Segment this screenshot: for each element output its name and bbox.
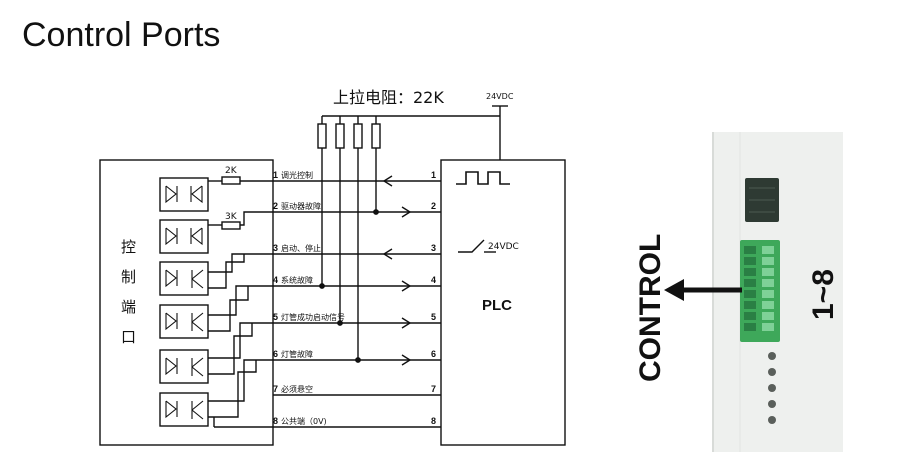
pullup-label: 上拉电阻：22K bbox=[333, 88, 444, 107]
control-port-block bbox=[99, 159, 274, 446]
plc-label: PLC bbox=[482, 297, 512, 314]
pulse-icon bbox=[456, 171, 510, 185]
plc-switch-label: 24VDC bbox=[488, 242, 519, 252]
pin-label-1: 调光控制 bbox=[281, 170, 313, 180]
pin-label-7: 必须悬空 bbox=[281, 384, 313, 394]
pin-label-2: 驱动器故障 bbox=[281, 201, 321, 211]
control-label: CONTROL bbox=[634, 234, 667, 382]
pin-label-8: 公共端（0V) bbox=[281, 416, 327, 426]
pin-num-3: 3 bbox=[273, 243, 278, 253]
port-char-1: 控 bbox=[121, 238, 136, 256]
pin-label-5: 灯管成功启动信号 bbox=[281, 312, 345, 322]
wiring-diagram bbox=[99, 105, 566, 446]
pin-label-3: 启动、停止 bbox=[281, 243, 321, 253]
pin-label-6: 灯管故障 bbox=[281, 349, 313, 359]
port-char-4: 口 bbox=[121, 328, 136, 346]
pin-num-1: 1 bbox=[273, 170, 278, 180]
pin-num-8: 8 bbox=[273, 416, 278, 426]
pin-num-5: 5 bbox=[273, 312, 278, 322]
pin-num-7: 7 bbox=[273, 384, 278, 394]
r1-label: 2K bbox=[225, 166, 238, 176]
plc-pin-7: 7 bbox=[431, 384, 436, 394]
pin-num-2: 2 bbox=[273, 201, 278, 211]
left-arrow-icon bbox=[664, 279, 742, 301]
plc-pin-5: 5 bbox=[431, 312, 436, 322]
pin-num-6: 6 bbox=[273, 349, 278, 359]
port-char-3: 端 bbox=[121, 298, 136, 316]
plc-pin-6: 6 bbox=[431, 349, 436, 359]
switch-icon bbox=[458, 239, 485, 253]
plc-pin-3: 3 bbox=[431, 243, 436, 253]
port-char-2: 制 bbox=[121, 268, 136, 286]
range-label: 1~8 bbox=[807, 269, 840, 320]
plc-pin-8: 8 bbox=[431, 416, 436, 426]
plc-pin-2: 2 bbox=[431, 201, 436, 211]
page-title: Control Ports bbox=[22, 16, 221, 54]
plc-pin-1: 1 bbox=[431, 170, 436, 180]
pin-label-4: 系统故障 bbox=[281, 275, 313, 285]
supply-label: 24VDC bbox=[486, 92, 514, 101]
pullup-resistors bbox=[317, 116, 381, 360]
plc-block bbox=[440, 159, 566, 446]
plc-pin-4: 4 bbox=[431, 275, 436, 285]
pin-num-4: 4 bbox=[273, 275, 278, 285]
signal-arrows bbox=[382, 175, 412, 366]
optocouplers bbox=[159, 177, 209, 427]
r2-label: 3K bbox=[225, 212, 238, 222]
